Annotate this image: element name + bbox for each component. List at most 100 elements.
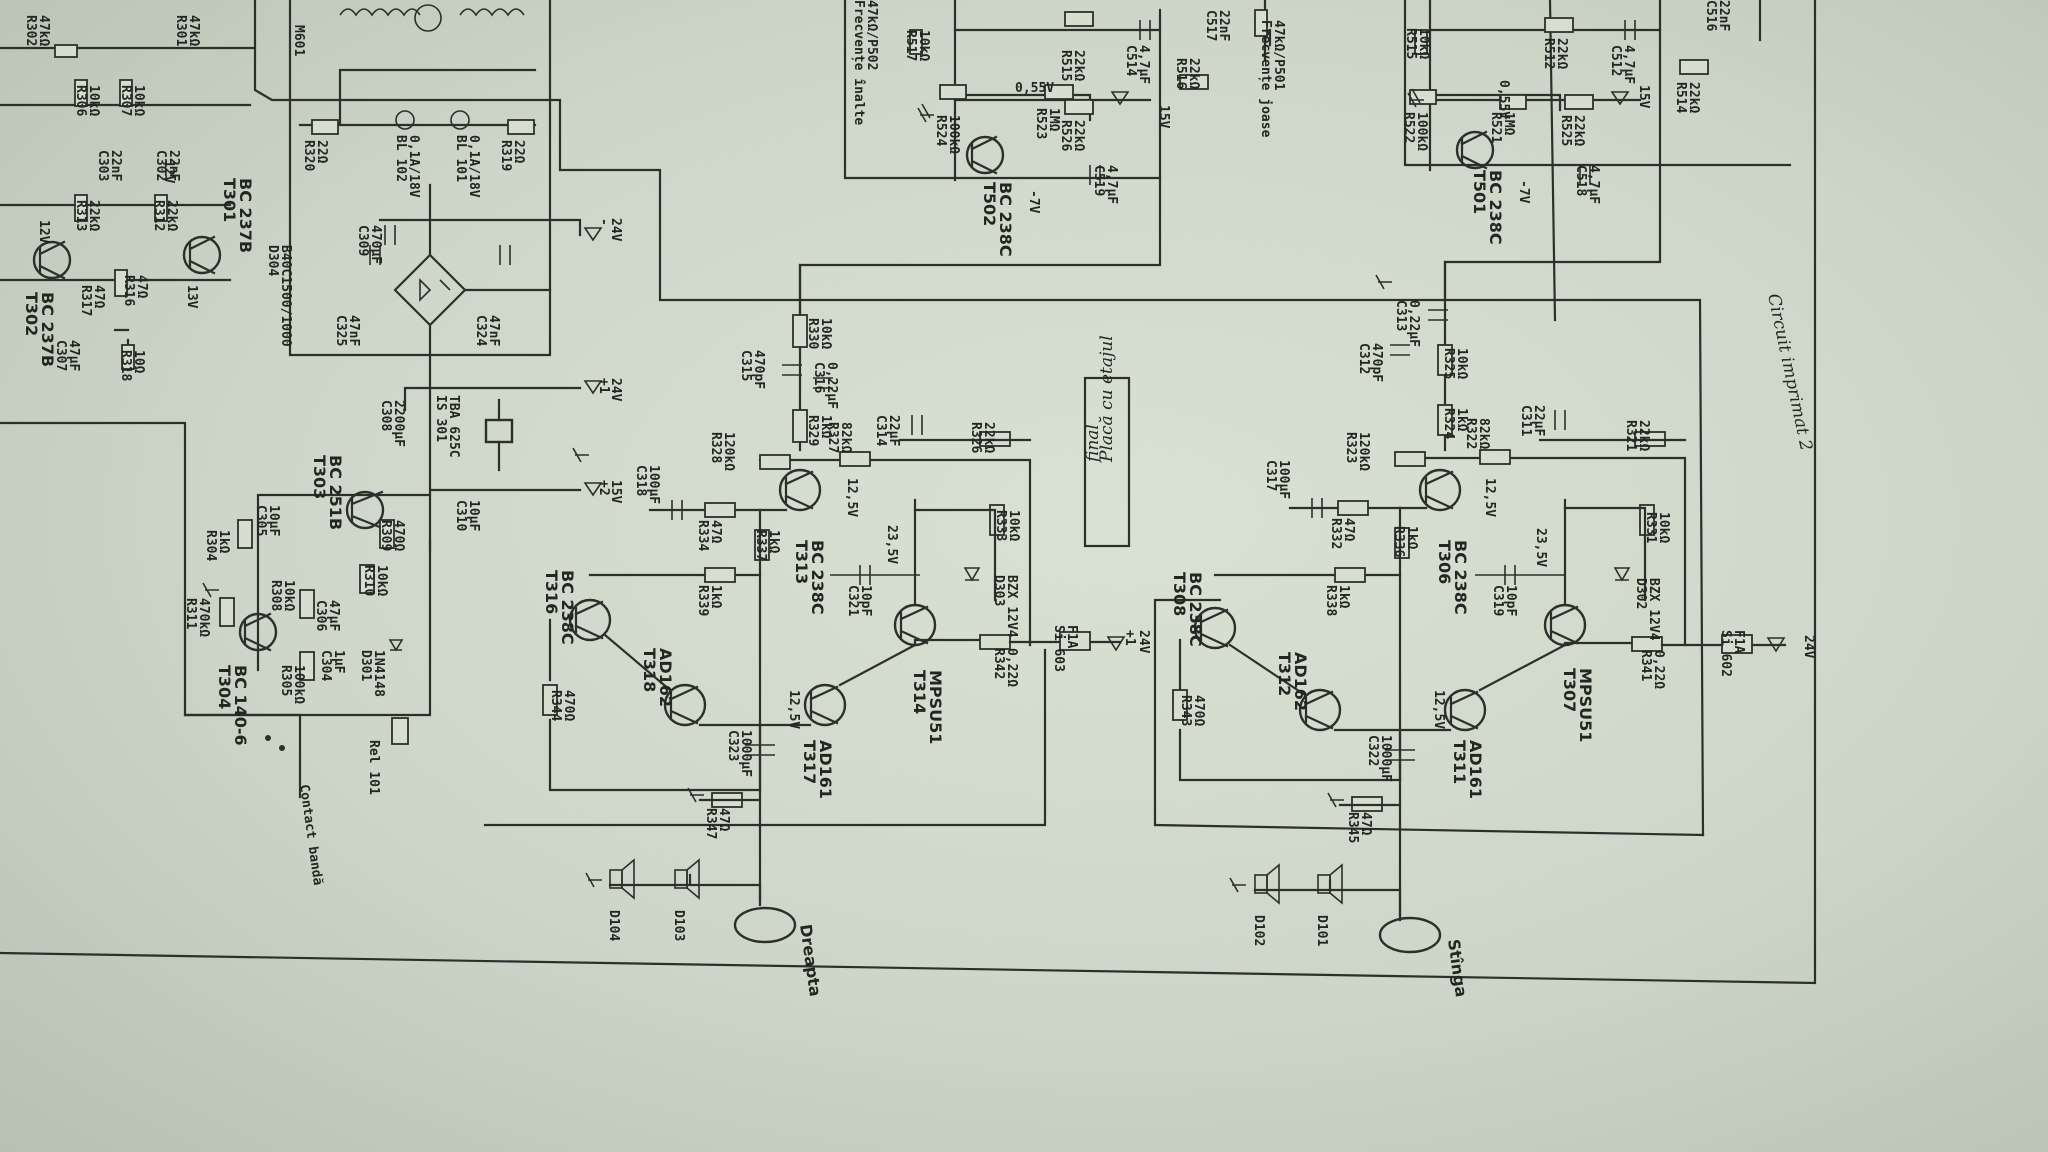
voltage-marking: 12,5V: [786, 690, 801, 729]
resistor-r344: [542, 684, 558, 716]
components-d302-label: BZX 12V4D302: [1633, 578, 1661, 641]
components-t502-label: BC 238CT502: [980, 182, 1015, 257]
components-r320-label: 22ΩR320: [301, 140, 329, 171]
components-t306-label: BC 238CT306: [1435, 540, 1470, 615]
voltage-marking: +1: [1122, 630, 1137, 646]
components-c324-label: 47nFC324: [473, 315, 501, 346]
components-d303-label: BZX 12V4D303: [991, 575, 1019, 638]
components-p501-label: 47kΩ/P501Frecvențe joase: [1258, 20, 1286, 138]
components-r304-label: 1kΩR304: [203, 530, 231, 561]
labels-contact_band-label: Contact bandă: [296, 783, 325, 886]
components-c312-label: 470pFC312: [1356, 343, 1384, 382]
components-r515-label: 22kΩR515: [1058, 50, 1086, 81]
components-si602-label: F1ASi 602: [1718, 630, 1746, 677]
components-c310-label: 10µFC310: [453, 500, 481, 531]
labels-v_13-label: 13V: [184, 285, 199, 309]
components-r313-label: 22kΩR313: [73, 200, 101, 231]
components-r344-label: 470ΩR344: [548, 690, 576, 721]
voltage-marking: 24V: [608, 378, 623, 402]
components-c517-label: 22nFC517: [1203, 10, 1231, 41]
components-r322-label: 82kΩR322: [1463, 418, 1491, 449]
lamp-icon: [450, 110, 470, 130]
components-r333-label: 10kΩR333: [993, 510, 1021, 541]
components-r309-label: 470ΩR309: [378, 520, 406, 551]
components-r316-label: 47ΩR316: [121, 275, 149, 306]
components-r342-label: 0,22ΩR342: [991, 648, 1019, 687]
components-r329-label: 1kΩR329: [805, 415, 833, 446]
ground-symbols: [202, 88, 1424, 893]
components-r321-label: 22kΩR321: [1623, 420, 1651, 451]
supply-terminal-icon: [583, 482, 603, 497]
components-r317-label: 47ΩR317: [78, 285, 106, 316]
components-r325-label: 10kΩR325: [1441, 348, 1469, 379]
components-c314-label: 22µFC314: [873, 415, 901, 446]
resistor-r338: [1334, 567, 1366, 583]
resistor-r339: [704, 567, 736, 583]
motor-icon: [414, 4, 442, 32]
components-s301-label: TBA 625CIS 301: [433, 395, 461, 458]
components-c302-label: 22nFC302: [153, 150, 181, 181]
components-c317-label: 100µFC317: [1263, 460, 1291, 499]
components-t318-label: AD162T318: [640, 648, 675, 707]
resistor-r330: [792, 314, 808, 348]
lamp-icon: [395, 110, 415, 130]
labels-supply_15-label: 15V: [608, 480, 623, 504]
components-m601-label: M601: [291, 25, 306, 56]
components-r302-label: 47kΩR302: [23, 15, 51, 46]
fuse-si603: [1059, 631, 1091, 651]
voltage-marking: 0,55V: [1496, 80, 1511, 119]
transistor-t318-icon: [663, 683, 707, 727]
components-c321-label: 10pFC321: [845, 585, 873, 616]
resistor-r323: [1394, 451, 1426, 467]
voltage-marking: 12V: [161, 160, 176, 184]
resistor-r343: [1172, 689, 1188, 721]
components-t314-label: MPSU51T314: [910, 670, 945, 744]
components-c516-label: 22nFC516: [1703, 0, 1731, 31]
components-r307-label: 10kΩR307: [118, 85, 146, 116]
components-r334-label: 47ΩR334: [695, 520, 723, 551]
components-r331-label: 10kΩR331: [1643, 512, 1671, 543]
components-r522-label: 100kΩR522: [1401, 112, 1429, 151]
voltage-marking: 12,5V: [1431, 690, 1446, 729]
transistor-t311-icon: [1443, 688, 1487, 732]
components-r525-label: 22kΩR525: [1558, 115, 1586, 146]
labels-supply_neg7-label: -7V: [1026, 190, 1041, 214]
voltage-marking: 23,5V: [1533, 528, 1548, 567]
components-c305-label: 10µFC305: [253, 505, 281, 536]
labels-supply_plus1-label: +1: [596, 378, 611, 394]
labels-right_out-label: Dreapta: [796, 923, 825, 998]
transistor-t303-icon: [345, 490, 385, 530]
components-r521-label: 1MΩR521: [1488, 112, 1516, 143]
components-r306-label: 10kΩR306: [73, 85, 101, 116]
resistor-r325: [1437, 344, 1453, 376]
speaker-jack-right-icon: [733, 906, 797, 944]
transistor-t306-icon: [1418, 468, 1462, 512]
labels-left_out-label: Stînga: [1444, 938, 1471, 998]
components-d304-label: B40C1500/1000D304: [265, 245, 293, 347]
voltage-marking: 12V: [36, 220, 51, 244]
components-d104-label: D104: [606, 910, 621, 941]
labels-supply_plus2-label: +2: [596, 480, 611, 496]
components-r305-label: 100kΩR305: [278, 665, 306, 704]
transistor-t316-icon: [568, 598, 612, 642]
transistor-t312-icon: [1298, 688, 1342, 732]
components-t501-label: BC 238CT501: [1470, 170, 1505, 245]
components-c309-label: 470µFC309: [355, 225, 383, 264]
components-r512-label: 22kΩR512: [1541, 38, 1569, 69]
components-d103-label: D103: [671, 910, 686, 941]
components-c303-label: 22nFC303: [95, 150, 123, 181]
voltage-marking: 15V: [1636, 85, 1651, 109]
components-bl102-label: 0,1A/18VBL 102: [393, 135, 421, 198]
components-d101-label: D101: [1314, 915, 1329, 946]
frame-wires: [0, 0, 1817, 985]
components-r328-label: 120kΩR328: [708, 432, 736, 471]
components-rel101-label: Rel 101: [366, 740, 381, 795]
components-r514-label: 22kΩR514: [1673, 82, 1701, 113]
components-r310-label: 10kΩR310: [361, 565, 389, 596]
tone-stage-t501: [1409, 0, 1762, 185]
components-c308-label: 2200µFC308: [378, 400, 406, 447]
labels-v_055-label: 0,55V: [1015, 81, 1054, 96]
power-supply: [288, 0, 603, 552]
components-r347-label: 47ΩR347: [703, 808, 731, 839]
components-r343-label: 470ΩR343: [1178, 695, 1206, 726]
